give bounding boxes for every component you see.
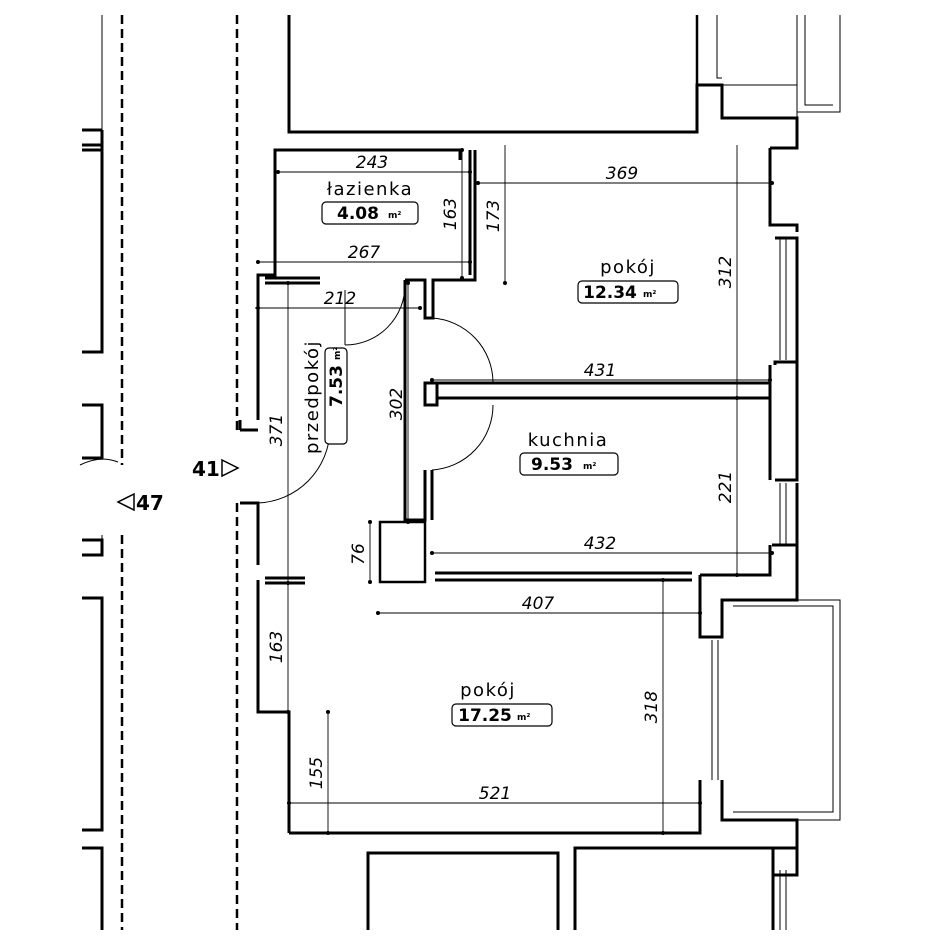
dim-76: 76 — [349, 543, 369, 565]
dim-212: 212 — [324, 289, 356, 309]
room-kuchnia: kuchnia 9.53 m² — [519, 430, 619, 476]
room-area-pokoj-2: 17.25 — [458, 706, 512, 726]
room-area-pokoj-1: 12.34 — [583, 283, 637, 303]
corridor-walls — [79, 15, 239, 930]
room-unit-przedpokoj: m² — [333, 347, 343, 360]
dim-431: 431 — [584, 361, 616, 381]
dim-318: 318 — [642, 691, 662, 724]
dim-312: 312 — [716, 256, 736, 288]
room-unit-pokoj-2: m² — [517, 713, 530, 723]
room-przedpokoj: przedpokój 7.53 m² — [302, 340, 348, 454]
dim-163-bath: 163 — [441, 198, 461, 230]
dim-155: 155 — [307, 757, 327, 789]
room-pokoj-1: pokój 12.34 m² — [577, 257, 679, 304]
dim-173: 173 — [484, 200, 504, 232]
dim-369: 369 — [606, 164, 638, 184]
marker-47-label: 47 — [136, 491, 164, 515]
room-name-lazienka: łazienka — [327, 179, 413, 200]
dim-221: 221 — [716, 471, 736, 503]
room-name-kuchnia: kuchnia — [528, 430, 609, 451]
room-unit-lazienka: m² — [388, 211, 401, 221]
room-name-pokoj-2: pokój — [460, 680, 516, 701]
dim-432: 432 — [584, 534, 616, 554]
room-unit-kuchnia: m² — [583, 462, 596, 472]
dim-243: 243 — [356, 153, 388, 173]
dim-407: 407 — [522, 594, 555, 614]
dim-521: 521 — [479, 784, 511, 804]
marker-41-label: 41 — [192, 457, 220, 481]
arrow-right-icon — [221, 458, 240, 478]
room-pokoj-2: pokój 17.25 m² — [451, 680, 553, 727]
room-name-pokoj-1: pokój — [600, 257, 656, 278]
dimension-labels: 243 267 163 173 369 312 212 431 302 371 … — [267, 153, 736, 804]
room-area-lazienka: 4.08 — [337, 204, 379, 224]
room-unit-pokoj-1: m² — [643, 290, 656, 300]
dim-302: 302 — [387, 388, 407, 420]
room-area-kuchnia: 9.53 — [531, 455, 573, 475]
dim-267: 267 — [348, 243, 381, 263]
dim-371: 371 — [267, 414, 287, 446]
entrance-marker-47: 47 — [116, 491, 164, 515]
arrow-left-icon — [116, 492, 135, 512]
room-name-przedpokoj: przedpokój — [302, 340, 323, 454]
room-area-przedpokoj: 7.53 — [327, 365, 347, 407]
dim-163-lower: 163 — [267, 631, 287, 663]
entrance-marker-41: 41 — [192, 457, 240, 481]
room-lazienka: łazienka 4.08 m² — [321, 179, 419, 225]
door-swings — [257, 284, 494, 504]
dimension-lines — [255, 145, 774, 835]
apartment-walls — [238, 15, 841, 930]
